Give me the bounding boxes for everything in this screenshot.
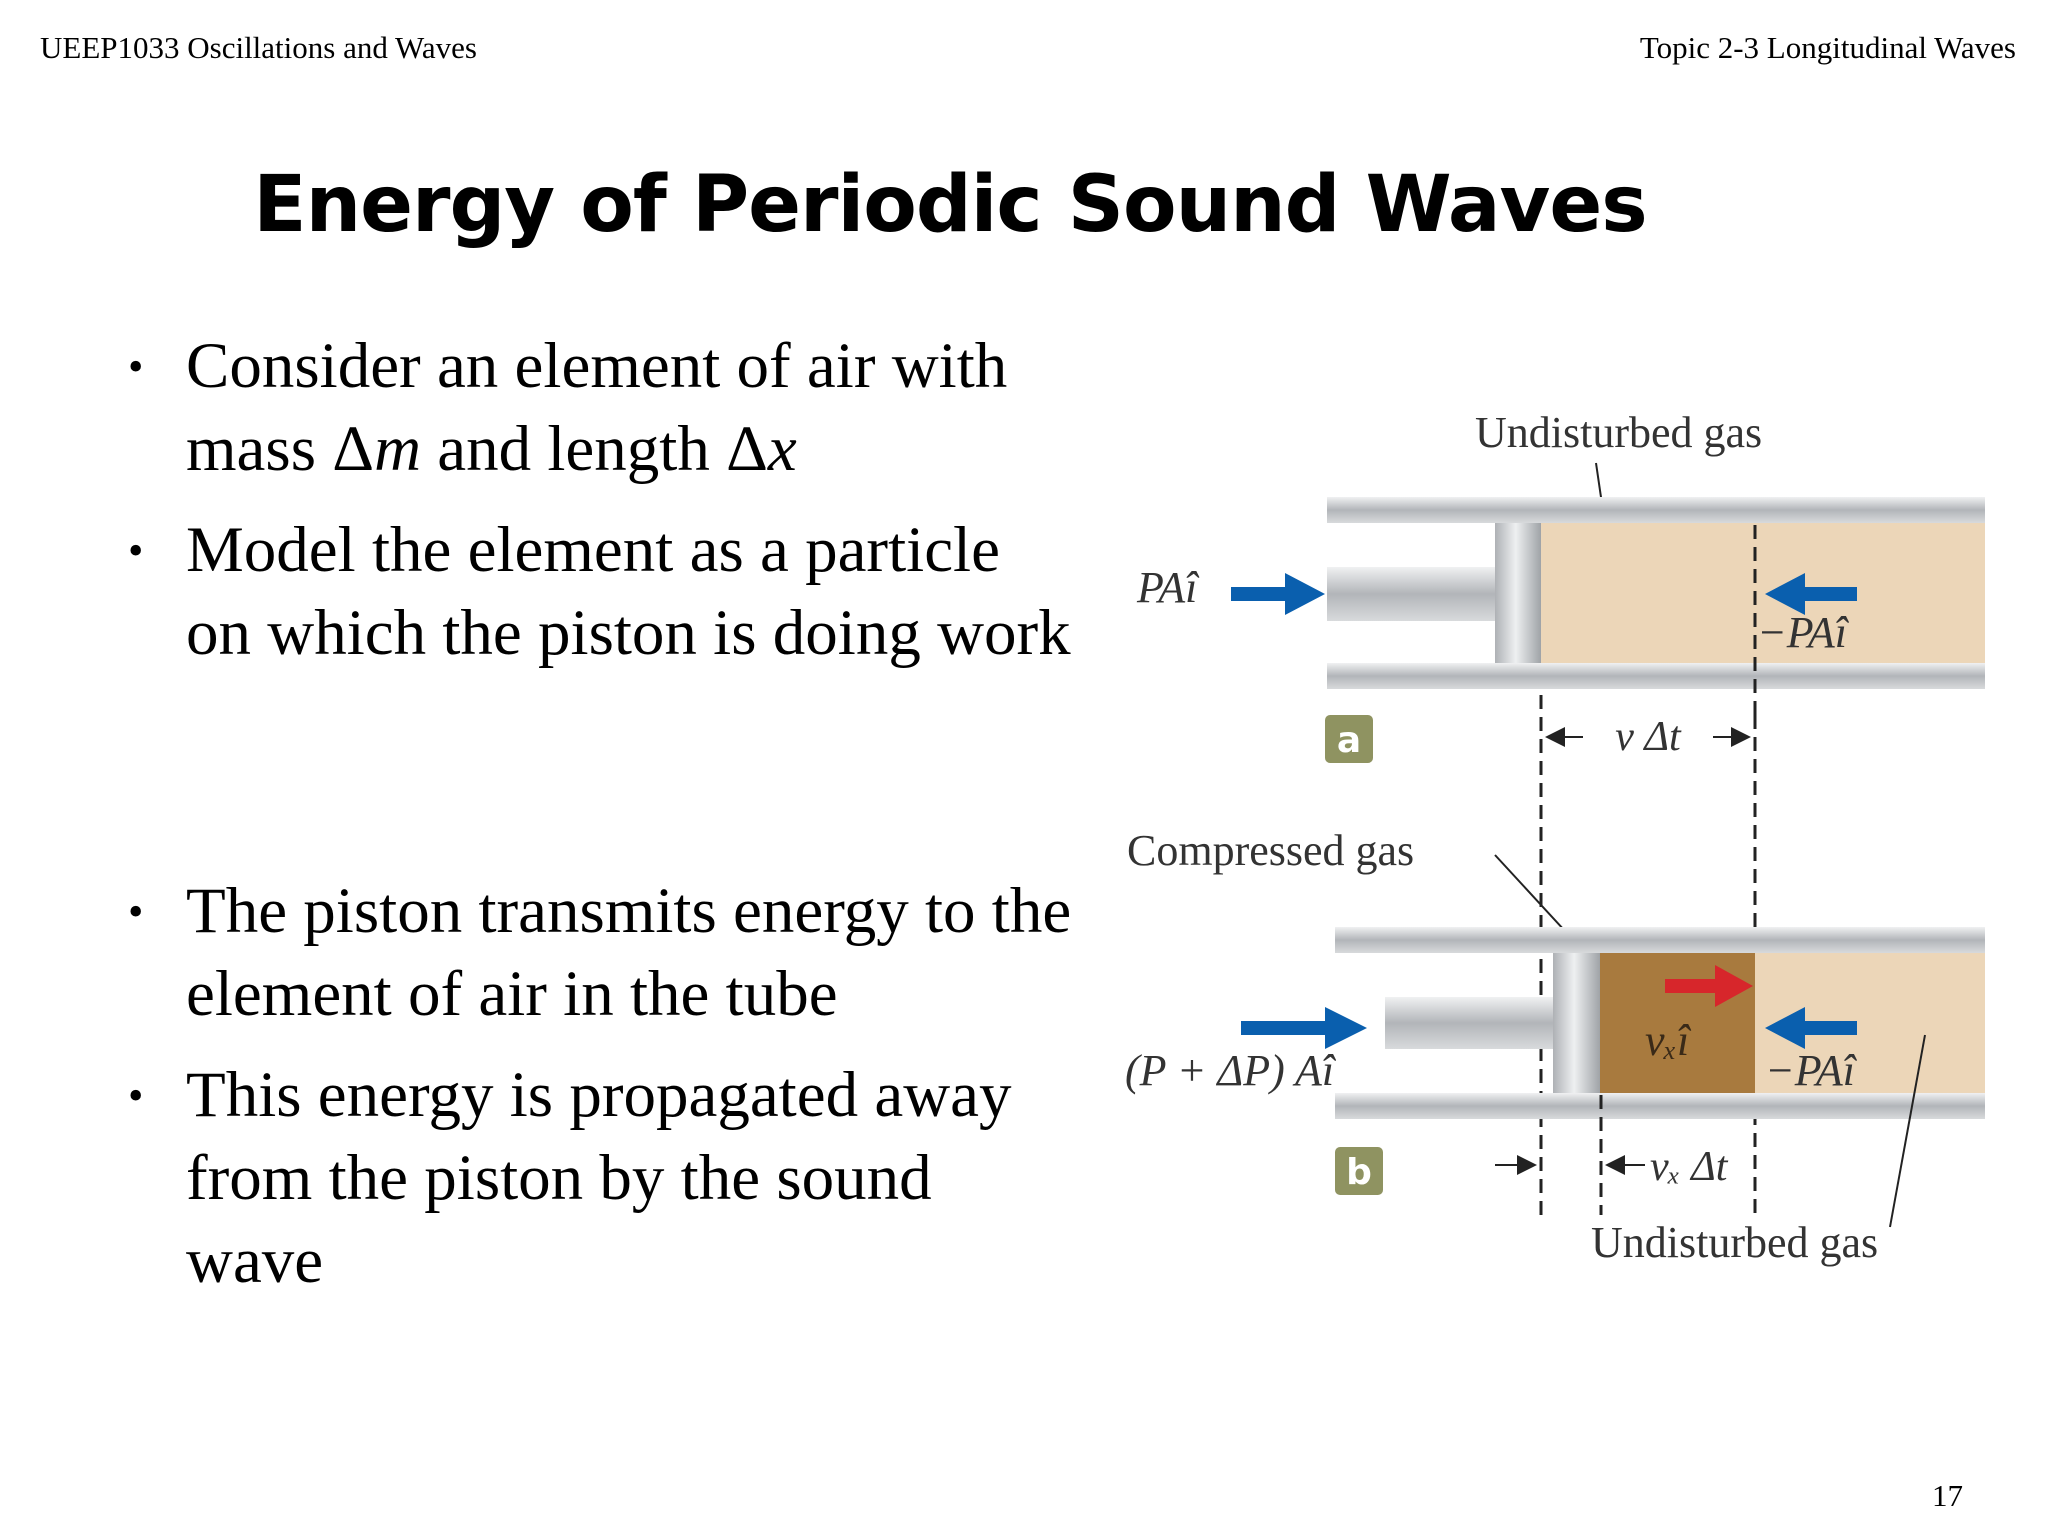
tube-wall-top-b — [1335, 927, 1985, 953]
blue-arrow-left-icon — [1765, 1007, 1857, 1049]
bullet-text-mid: and length Δ — [421, 413, 768, 485]
velocity-vx-label: vₓî — [1645, 1016, 1692, 1065]
topic-header: Topic 2-3 Longitudinal Waves — [1639, 30, 2016, 65]
bullet-list-bottom: • The piston transmits energy to the ele… — [120, 870, 1080, 1321]
bullet-dot-icon: • — [128, 342, 144, 391]
blue-arrow-left-icon — [1765, 573, 1857, 615]
bullet-dot-icon: • — [128, 1071, 144, 1120]
tube-wall-bottom-b — [1335, 1093, 1985, 1119]
piston-diagram: Undisturbed gas PAî −PAî a v Δt Compress… — [1125, 408, 1985, 1267]
symbol-x: x — [767, 413, 797, 485]
label-undisturbed-gas-bottom: Undisturbed gas — [1591, 1218, 1878, 1267]
panel-b-badge: b — [1335, 1147, 1383, 1195]
piston-head-a — [1495, 523, 1541, 663]
panel-a-label: a — [1337, 720, 1361, 761]
bullet-item: • Consider an element of air with mass Δ… — [120, 325, 1080, 491]
force-neg-PA-label-b: −PAî — [1765, 1046, 1858, 1095]
tube-wall-top-a — [1327, 497, 1985, 523]
red-arrow-right-icon — [1665, 965, 1753, 1007]
dimension-v-dt: v Δt — [1615, 714, 1682, 760]
bullet-text: This energy is propagated away from the … — [186, 1059, 1012, 1297]
bullet-text: The piston transmits energy to the eleme… — [186, 875, 1072, 1030]
bullet-item: • This energy is propagated away from th… — [120, 1054, 1080, 1303]
force-PA-label: PAî — [1136, 563, 1200, 612]
panel-b-label: b — [1346, 1152, 1372, 1193]
bullet-text-pre: mass Δ — [186, 413, 375, 485]
slide-title: Energy of Periodic Sound Waves — [253, 160, 1647, 250]
course-header: UEEP1033 Oscillations and Waves — [40, 30, 477, 65]
bullet-list-top: • Consider an element of air with mass Δ… — [120, 325, 1080, 693]
piston-head-b — [1553, 953, 1600, 1093]
leader-line — [1889, 1034, 1926, 1228]
bullet-text: Model the element as a particle on which… — [186, 514, 1071, 669]
page-number: 17 — [1932, 1478, 1963, 1513]
dimension-vx-dt: vₓ Δt — [1650, 1144, 1729, 1190]
bullet-dot-icon: • — [128, 887, 144, 936]
tube-wall-bottom-a — [1327, 663, 1985, 689]
panel-a-badge: a — [1325, 715, 1373, 763]
bullet-item: • Model the element as a particle on whi… — [120, 509, 1080, 675]
force-P-dP-label: (P + ΔP) Aî — [1125, 1046, 1337, 1095]
label-undisturbed-gas-top: Undisturbed gas — [1475, 408, 1762, 457]
undisturbed-gas-a — [1541, 523, 1985, 663]
label-compressed-gas: Compressed gas — [1127, 826, 1414, 875]
force-neg-PA-label-a: −PAî — [1757, 608, 1850, 657]
blue-arrow-right-icon — [1231, 573, 1325, 615]
piston-rod-b — [1385, 997, 1561, 1049]
blue-arrow-right-icon — [1241, 1007, 1367, 1049]
symbol-m: m — [374, 413, 422, 485]
bullet-item: • The piston transmits energy to the ele… — [120, 870, 1080, 1036]
piston-rod-a — [1327, 567, 1505, 621]
bullet-text-line1: Consider an element of air with — [186, 330, 1008, 402]
bullet-dot-icon: • — [128, 526, 144, 575]
